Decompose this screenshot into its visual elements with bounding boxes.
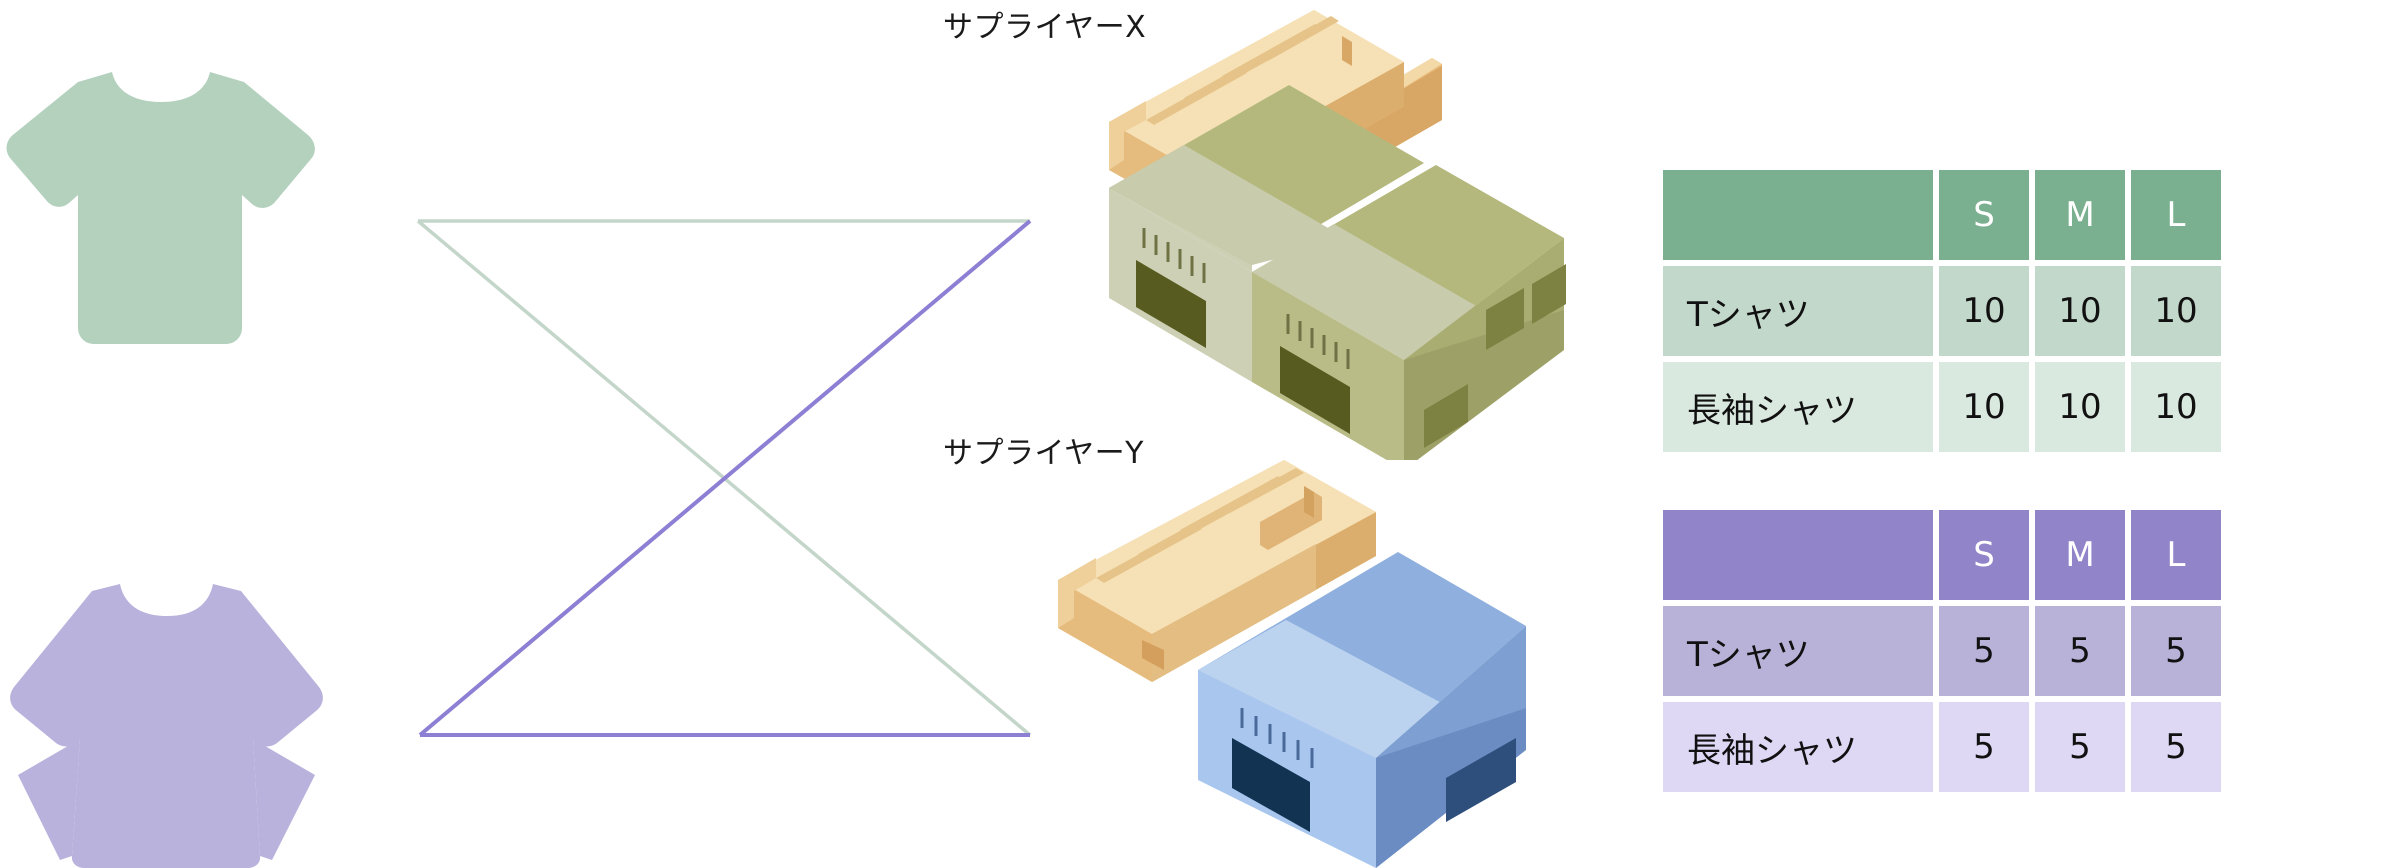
table-header-blank bbox=[1663, 510, 1933, 600]
cell-tshirt-m: 5 bbox=[2035, 606, 2125, 696]
cell-longsleeve-s: 5 bbox=[1939, 702, 2029, 792]
inventory-table-supplier-y: S M L Tシャツ 5 5 5 長袖シャツ 5 5 5 bbox=[1657, 504, 2227, 798]
warehouse-building-blue bbox=[1198, 552, 1526, 868]
table-row: 長袖シャツ 10 10 10 bbox=[1663, 362, 2221, 452]
table-row: 長袖シャツ 5 5 5 bbox=[1663, 702, 2221, 792]
row-label-longsleeve: 長袖シャツ bbox=[1663, 702, 1933, 792]
cardboard-boxes-blue-warehouse bbox=[1058, 460, 1376, 682]
tshirt-short-sleeve-icon bbox=[0, 28, 330, 348]
cell-longsleeve-m: 5 bbox=[2035, 702, 2125, 792]
row-label-longsleeve: 長袖シャツ bbox=[1663, 362, 1933, 452]
cell-tshirt-m: 10 bbox=[2035, 266, 2125, 356]
table-header-row: S M L bbox=[1663, 510, 2221, 600]
shirt-long-sleeve-icon bbox=[0, 560, 340, 868]
cell-tshirt-s: 10 bbox=[1939, 266, 2029, 356]
supplier-x-label: サプライヤーX bbox=[943, 10, 1147, 45]
table-row: Tシャツ 10 10 10 bbox=[1663, 266, 2221, 356]
cell-longsleeve-s: 10 bbox=[1939, 362, 2029, 452]
flow-line-longsleeve-to-supplier-x bbox=[418, 219, 1032, 737]
table-header-blank bbox=[1663, 170, 1933, 260]
warehouse-green-icon bbox=[1084, 10, 1584, 470]
table-header-row: S M L bbox=[1663, 170, 2221, 260]
warehouse-building-green bbox=[1109, 85, 1566, 470]
table-header-size-l: L bbox=[2131, 510, 2221, 600]
table-header-size-s: S bbox=[1939, 170, 2029, 260]
row-label-tshirt: Tシャツ bbox=[1663, 606, 1933, 696]
warehouse-blue-icon bbox=[1046, 460, 1566, 868]
cell-tshirt-l: 10 bbox=[2131, 266, 2221, 356]
table-header-size-l: L bbox=[2131, 170, 2221, 260]
cell-longsleeve-l: 5 bbox=[2131, 702, 2221, 792]
flow-line-tshirt-to-supplier-y bbox=[416, 219, 1032, 737]
cell-longsleeve-m: 10 bbox=[2035, 362, 2125, 452]
table-row: Tシャツ 5 5 5 bbox=[1663, 606, 2221, 696]
table-header-size-s: S bbox=[1939, 510, 2029, 600]
cell-tshirt-s: 5 bbox=[1939, 606, 2029, 696]
row-label-tshirt: Tシャツ bbox=[1663, 266, 1933, 356]
inventory-table-supplier-x: S M L Tシャツ 10 10 10 長袖シャツ 10 10 10 bbox=[1657, 164, 2227, 458]
table-header-size-m: M bbox=[2035, 170, 2125, 260]
cell-longsleeve-l: 10 bbox=[2131, 362, 2221, 452]
table-header-size-m: M bbox=[2035, 510, 2125, 600]
cell-tshirt-l: 5 bbox=[2131, 606, 2221, 696]
supplier-y-label: サプライヤーY bbox=[943, 436, 1144, 471]
